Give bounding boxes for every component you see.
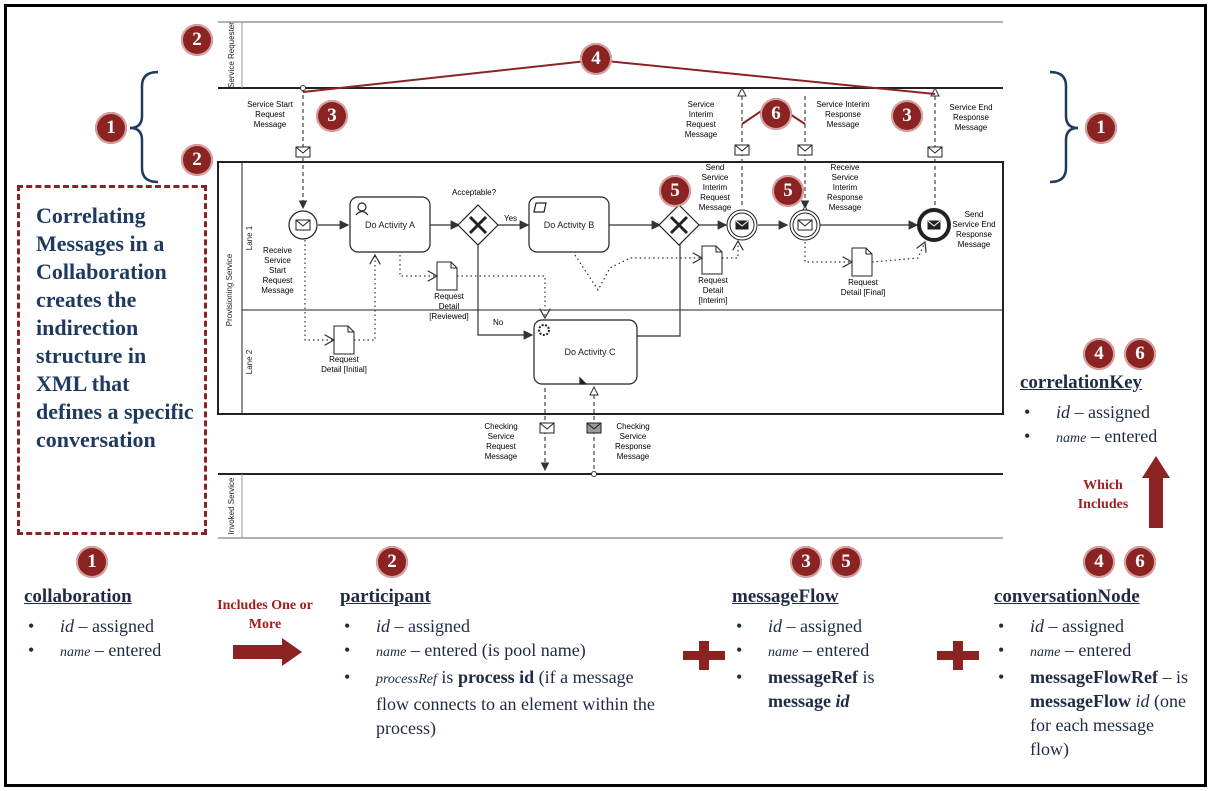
badge-4: 4 bbox=[580, 43, 612, 75]
pool-label-provisioning: Provisioning Service bbox=[225, 253, 234, 326]
arrow-right-icon bbox=[233, 638, 302, 666]
badge-5: 5 bbox=[772, 175, 804, 207]
label-no: No bbox=[493, 318, 504, 327]
collaboration-props: id – assigned name – entered bbox=[24, 614, 214, 665]
badge-1: 1 bbox=[76, 546, 108, 578]
bracket-right bbox=[1049, 70, 1079, 184]
label-receive-interim: Receive Service Interim Response Message bbox=[826, 163, 864, 212]
label-interim-request: Service Interim Request Message bbox=[684, 100, 718, 139]
gateway-acceptable bbox=[457, 204, 499, 246]
correlationkey-title: correlationKey bbox=[1020, 372, 1143, 393]
label-data-interim: Request Detail [Interim] bbox=[698, 276, 728, 305]
task-a: Do Activity A bbox=[349, 196, 431, 253]
plus-icon bbox=[937, 641, 979, 670]
badge-6: 6 bbox=[760, 98, 792, 130]
pool-label-invoked: Invoked Service bbox=[227, 477, 236, 534]
lane-label-1: Lane 1 bbox=[245, 225, 254, 250]
badge-4: 4 bbox=[1083, 546, 1115, 578]
badge-6: 6 bbox=[1124, 338, 1156, 370]
badge-1: 1 bbox=[1085, 112, 1117, 144]
task-c-label: Do Activity C bbox=[564, 347, 616, 357]
label-check-response: Checking Service Response Message bbox=[614, 422, 652, 461]
arrow-up-icon bbox=[1142, 456, 1170, 528]
label-data-final: Request Detail [Final] bbox=[840, 278, 886, 297]
plus-icon bbox=[683, 641, 725, 670]
sequence-flows bbox=[318, 220, 919, 340]
figure-border bbox=[4, 4, 1207, 787]
badge-5: 5 bbox=[659, 175, 691, 207]
label-data-initial: Request Detail [Initial] bbox=[321, 355, 367, 374]
plus-signs bbox=[683, 641, 979, 670]
label-data-reviewed: Request Detail [Reviewed] bbox=[429, 292, 469, 321]
task-b-label: Do Activity B bbox=[544, 220, 595, 230]
brackets bbox=[129, 70, 1079, 184]
callout-text: Correlating Messages in a Collaboration … bbox=[36, 203, 194, 452]
pool-label-requester: Service Requester bbox=[227, 22, 236, 88]
task-b: Do Activity B bbox=[528, 196, 610, 253]
gateway-merge bbox=[658, 204, 700, 246]
which-includes-label: Which Includes bbox=[1077, 478, 1129, 512]
badge-3: 3 bbox=[316, 100, 348, 132]
message-envelopes bbox=[295, 144, 943, 434]
badge-3: 3 bbox=[790, 546, 822, 578]
end-event-send bbox=[917, 208, 951, 242]
label-send-end: Send Service End Response Message bbox=[952, 210, 996, 249]
messageflow-props: id – assigned name – entered messageRef … bbox=[732, 614, 932, 713]
label-acceptable: Acceptable? bbox=[452, 188, 497, 197]
label-interim-response: Service Interim Response Message bbox=[816, 100, 870, 129]
messageflow-title: messageFlow bbox=[732, 586, 839, 607]
badge-6: 6 bbox=[1124, 546, 1156, 578]
lane-label-2: Lane 2 bbox=[245, 349, 254, 374]
bracket-left bbox=[129, 70, 159, 184]
label-receive-start: Receive Service Start Request Message bbox=[261, 246, 294, 295]
callout-box: Correlating Messages in a Collaboration … bbox=[17, 185, 207, 535]
label-yes: Yes bbox=[504, 214, 518, 223]
start-event-receive bbox=[288, 210, 318, 240]
includes-label: Includes One or More bbox=[217, 598, 313, 632]
catch-event-interim-response bbox=[789, 209, 821, 241]
badge-2: 2 bbox=[376, 546, 408, 578]
conversationnode-props: id – assigned name – entered messageFlow… bbox=[994, 614, 1194, 761]
tasks: Do Activity A Do Activity B Do Activity … bbox=[349, 196, 638, 385]
correlationkey-props: id – assigned name – entered bbox=[1020, 400, 1200, 451]
badge-5: 5 bbox=[830, 546, 862, 578]
gateways bbox=[457, 204, 700, 246]
conversationnode-title: conversationNode bbox=[994, 586, 1140, 607]
label-start-message: Service Start Request Message bbox=[247, 100, 293, 129]
participant-title: participant bbox=[340, 586, 431, 607]
pool-provisioning-service: Provisioning Service Lane 1 Lane 2 bbox=[217, 161, 1004, 415]
events bbox=[288, 208, 951, 242]
badge-3: 3 bbox=[891, 100, 923, 132]
data-associations bbox=[304, 240, 925, 340]
badge-1: 1 bbox=[95, 112, 127, 144]
badge-2: 2 bbox=[181, 144, 213, 176]
pool-invoked-service: Invoked Service bbox=[218, 473, 1003, 539]
collaboration-title: collaboration bbox=[24, 586, 132, 607]
label-check-request: Checking Service Request Message bbox=[484, 422, 518, 461]
label-end-message: Service End Response Message bbox=[949, 103, 993, 132]
task-c: Do Activity C bbox=[533, 319, 638, 385]
participant-props: id – assigned name – entered (is pool na… bbox=[340, 614, 670, 740]
badge-2: 2 bbox=[181, 24, 213, 56]
throw-event-interim-request bbox=[726, 209, 758, 241]
badge-4: 4 bbox=[1083, 338, 1115, 370]
task-a-label: Do Activity A bbox=[365, 220, 415, 230]
label-send-interim: Send Service Interim Request Message bbox=[698, 163, 732, 212]
